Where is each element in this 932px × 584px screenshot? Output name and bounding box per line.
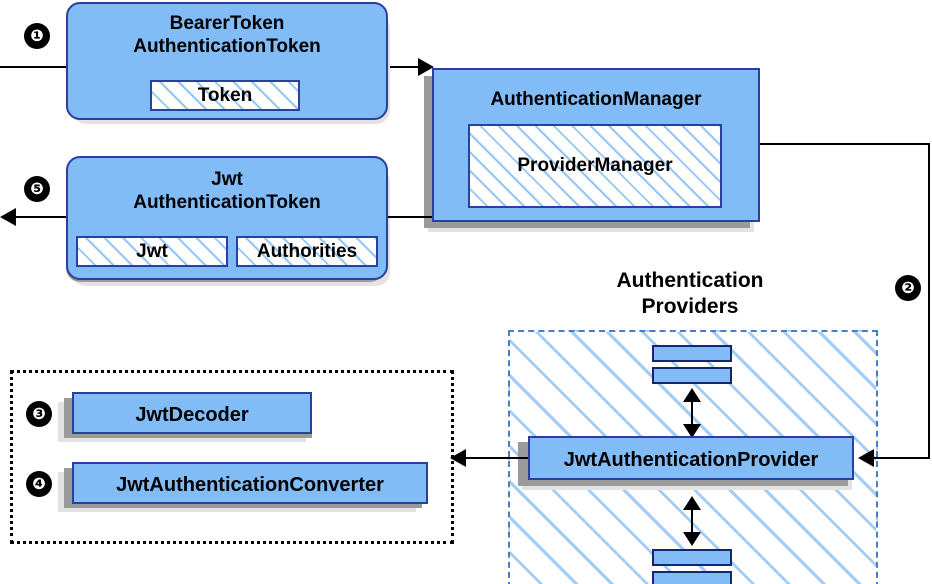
panel-jwt[interactable]: Jwt — [76, 236, 228, 267]
connector-manager-out-v — [928, 143, 930, 458]
arrowhead-up-top — [683, 388, 701, 402]
arrowhead-bearer-to-manager — [418, 58, 434, 76]
step-badge-4: ❹ — [26, 471, 52, 497]
provider-bar — [652, 549, 732, 566]
node-jwt-decoder[interactable]: JwtDecoder — [72, 392, 312, 434]
authentication-providers-label: Authentication Providers — [616, 269, 764, 318]
arrowhead-into-provider — [858, 449, 874, 467]
connector-vertical-bottom — [691, 504, 693, 536]
node-jwt-authentication-provider[interactable]: JwtAuthenticationProvider — [528, 436, 854, 480]
provider-placeholder-top — [652, 345, 732, 384]
connector-vertical-top — [691, 396, 693, 428]
connector-into-provider-h — [866, 457, 930, 459]
panel-token[interactable]: Token — [150, 80, 300, 111]
arrowhead-response-out — [0, 208, 16, 226]
arrowhead-up-bottom — [683, 496, 701, 510]
authentication-manager-title: AuthenticationManager — [490, 89, 702, 110]
panel-provider-manager[interactable]: ProviderManager — [468, 124, 722, 208]
panel-authorities[interactable]: Authorities — [236, 236, 378, 267]
jwt-authentication-converter-label: JwtAuthenticationConverter — [116, 474, 384, 496]
connector-manager-to-jwt-token — [388, 216, 432, 218]
provider-placeholder-bottom — [652, 549, 732, 584]
jwt-authentication-provider-title: JwtAuthenticationProvider — [563, 449, 819, 471]
node-bearer-token-authentication-token[interactable]: BearerToken AuthenticationToken — [66, 2, 388, 120]
arrowhead-down-bottom — [683, 532, 701, 546]
connector-manager-out-h — [760, 143, 930, 145]
step-badge-1: ❶ — [24, 23, 50, 49]
connector-response-out — [14, 216, 70, 218]
step-badge-3: ❸ — [26, 401, 52, 427]
connector-request-in — [0, 66, 78, 68]
provider-bar — [652, 571, 732, 584]
jwt-authentication-token-title: Jwt AuthenticationToken — [133, 169, 321, 213]
provider-bar — [652, 345, 732, 362]
arrowhead-down-top — [683, 424, 701, 438]
connector-bearer-to-manager — [390, 66, 424, 68]
jwt-decoder-label: JwtDecoder — [135, 404, 249, 426]
arrowhead-provider-to-tools — [450, 449, 466, 467]
provider-bar — [652, 367, 732, 384]
bearer-token-title: BearerToken AuthenticationToken — [133, 13, 321, 57]
connector-provider-to-tools — [466, 457, 528, 459]
step-badge-2: ❷ — [895, 275, 921, 301]
step-badge-5: ❺ — [24, 176, 50, 202]
node-jwt-authentication-converter[interactable]: JwtAuthenticationConverter — [72, 462, 428, 504]
